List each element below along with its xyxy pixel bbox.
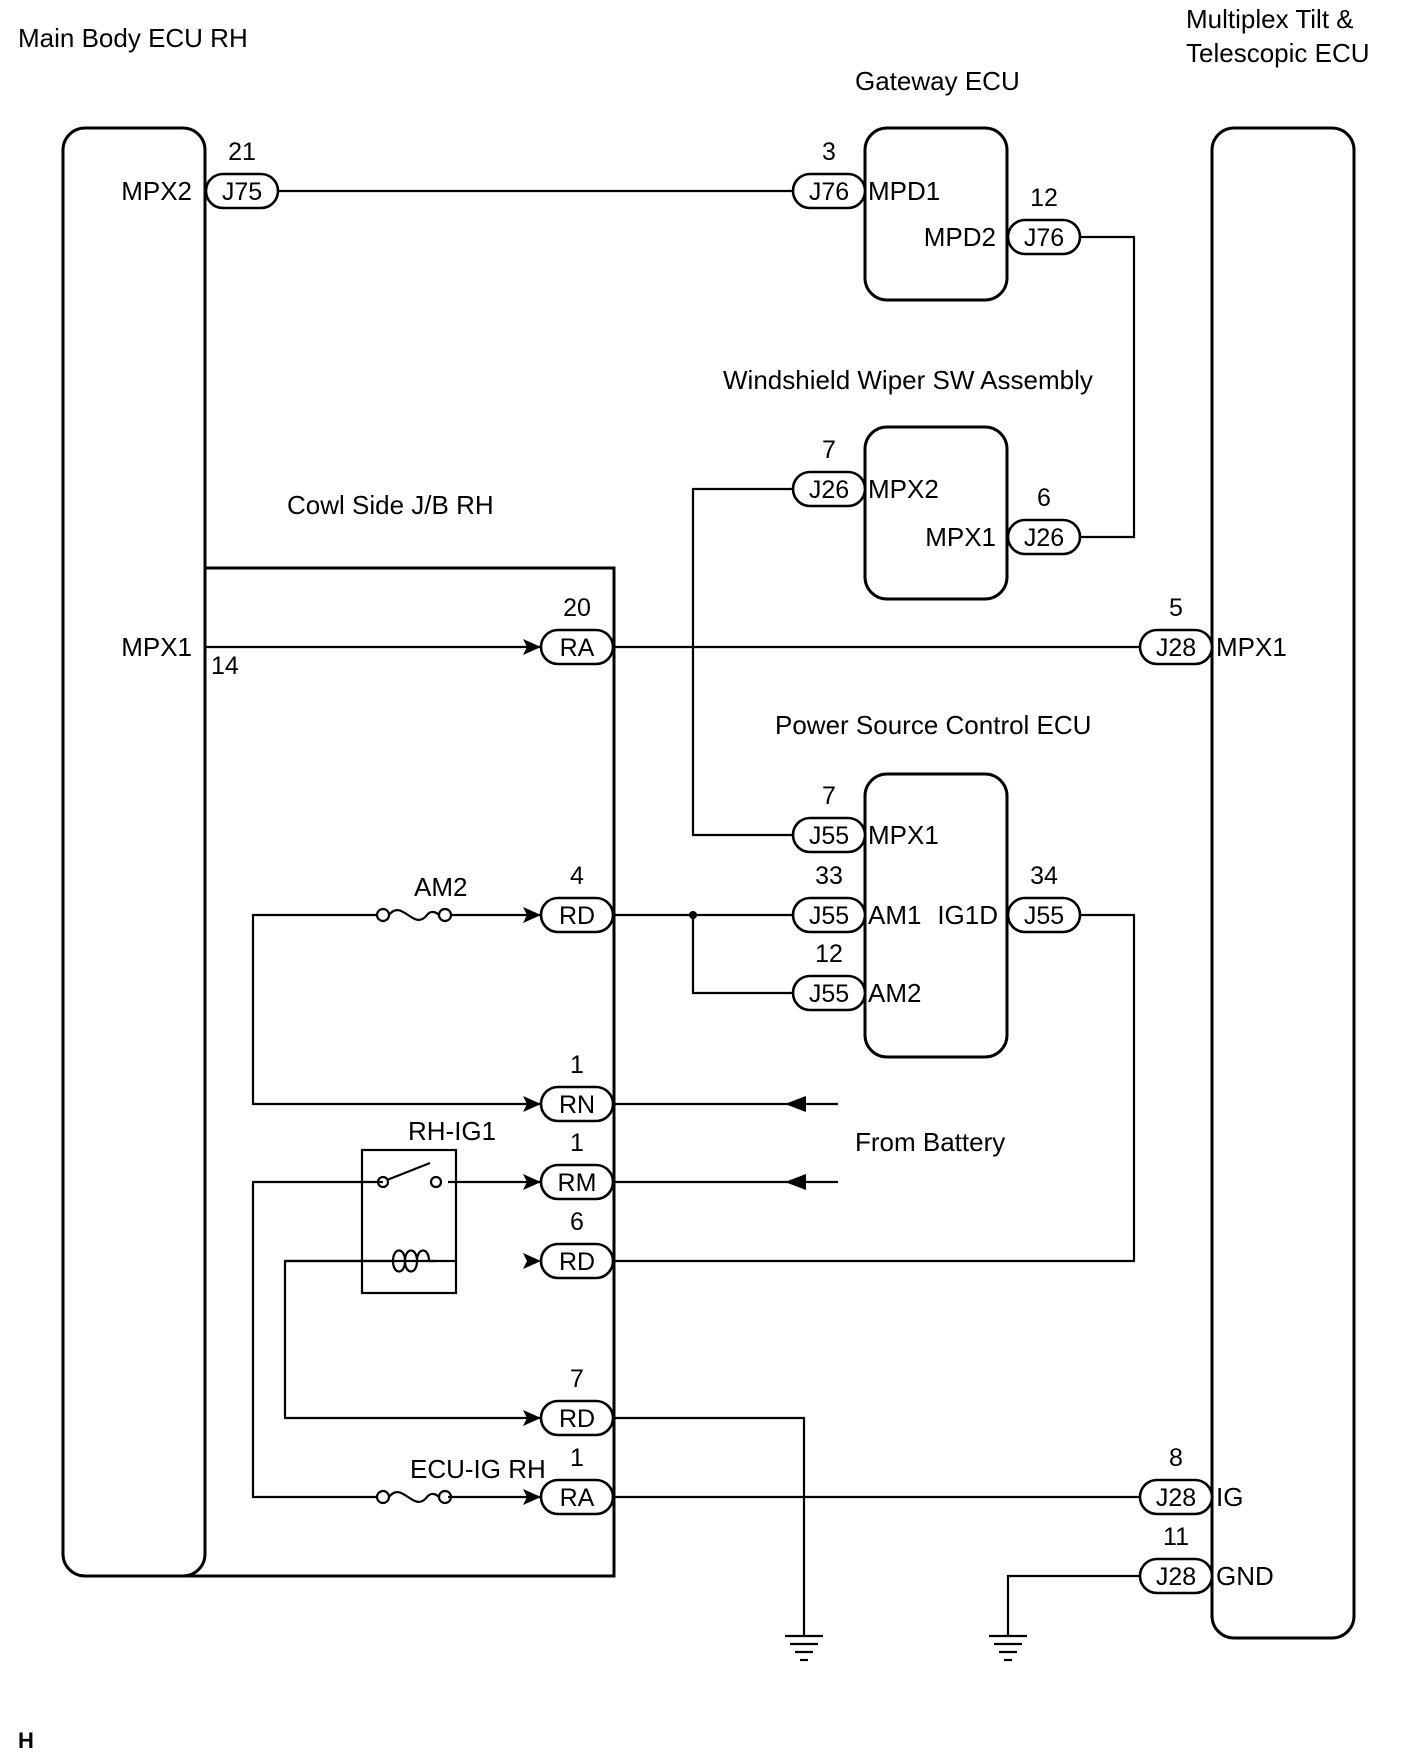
connector-j55-7: J55 7 bbox=[791, 782, 867, 854]
pin-number: 33 bbox=[815, 862, 843, 890]
pin-number: 11 bbox=[1163, 1523, 1189, 1551]
multiplex-tilt-title-line1: Multiplex Tilt & bbox=[1186, 4, 1354, 34]
connector-ra-1: RA 1 bbox=[539, 1444, 615, 1516]
connector-j76-3: J76 3 bbox=[791, 138, 867, 210]
connector-code: J55 bbox=[809, 822, 849, 850]
connector-code: RD bbox=[559, 1405, 595, 1433]
pin-number: 3 bbox=[822, 138, 836, 166]
am2-fuse-label: AM2 bbox=[414, 872, 467, 902]
connector-code: RM bbox=[558, 1169, 597, 1197]
am2-fuse-icon bbox=[375, 907, 453, 923]
connector-code: J55 bbox=[809, 902, 849, 930]
wires bbox=[205, 189, 1140, 1636]
pin-number: 6 bbox=[570, 1208, 584, 1236]
pin-number: 1 bbox=[570, 1051, 584, 1079]
footer-letter: H bbox=[18, 1728, 34, 1753]
connector-code: J28 bbox=[1156, 1484, 1196, 1512]
connector-code: J76 bbox=[1024, 224, 1064, 252]
pin-number: 1 bbox=[570, 1444, 584, 1472]
pin-number: 21 bbox=[228, 138, 256, 166]
pin-number: 7 bbox=[822, 436, 836, 464]
connector-rd-4: RD 4 bbox=[539, 862, 615, 934]
terminal-main-mpx2: MPX2 bbox=[121, 176, 192, 206]
connector-j55-34: J55 34 bbox=[1006, 862, 1082, 934]
pin-number: 20 bbox=[563, 594, 591, 622]
jb-arrowheads bbox=[523, 639, 541, 1505]
connector-code: J28 bbox=[1156, 1563, 1196, 1591]
pin-number: 12 bbox=[815, 940, 843, 968]
connector-j28-5: J28 5 bbox=[1138, 594, 1214, 666]
ecu-ig-fuse-icon bbox=[375, 1489, 453, 1505]
pin-number: 7 bbox=[570, 1365, 584, 1393]
cowl-jb-box bbox=[185, 566, 616, 1578]
connector-code: J55 bbox=[809, 980, 849, 1008]
terminal-ps-am2: AM2 bbox=[868, 978, 921, 1008]
connector-rm-1: RM 1 bbox=[539, 1129, 615, 1201]
ecu-ig-fuse-label: ECU-IG RH bbox=[410, 1454, 546, 1484]
terminal-main-mpx1: MPX1 bbox=[121, 632, 192, 662]
multiplex-tilt-ecu-box bbox=[1210, 126, 1356, 1640]
connector-j76-12: J76 12 bbox=[1006, 184, 1082, 256]
gateway-ecu-box bbox=[863, 126, 1009, 302]
connector-ra-20: RA 20 bbox=[539, 594, 615, 666]
terminal-wiper-mpx1: MPX1 bbox=[925, 522, 996, 552]
pin-number: 7 bbox=[822, 782, 836, 810]
connector-rd-6: RD 6 bbox=[539, 1208, 615, 1280]
gateway-ecu-title: Gateway ECU bbox=[855, 66, 1020, 96]
connector-code: J26 bbox=[809, 476, 849, 504]
pin-number: 34 bbox=[1030, 862, 1058, 890]
connector-code: J26 bbox=[1024, 524, 1064, 552]
connector-code: RA bbox=[560, 634, 595, 662]
multiplex-tilt-title-line2: Telescopic ECU bbox=[1186, 38, 1370, 68]
connector-j26-7: J26 7 bbox=[791, 436, 867, 508]
connector-j28-11: J28 11 bbox=[1138, 1523, 1214, 1595]
connector-code: J55 bbox=[1024, 902, 1064, 930]
connector-j55-12: J55 12 bbox=[791, 940, 867, 1012]
connector-code: RA bbox=[560, 1484, 595, 1512]
ground-icon bbox=[989, 1634, 1027, 1662]
main-mpx1-pin-number: 14 bbox=[211, 652, 239, 680]
connector-j28-8: J28 8 bbox=[1138, 1444, 1214, 1516]
connector-code: J75 bbox=[222, 178, 262, 206]
relay-icon bbox=[285, 1148, 458, 1295]
main-body-ecu-title: Main Body ECU RH bbox=[18, 23, 248, 53]
connector-code: RN bbox=[559, 1091, 595, 1119]
connector-code: J28 bbox=[1156, 634, 1196, 662]
ground-icon bbox=[785, 1634, 823, 1662]
terminal-ps-am1: AM1 bbox=[868, 900, 921, 930]
main-body-ecu-box bbox=[61, 126, 207, 1578]
connector-code: RD bbox=[559, 1248, 595, 1276]
terminal-ps-ig1d: IG1D bbox=[937, 900, 998, 930]
terminal-tilt-ig: IG bbox=[1216, 1482, 1243, 1512]
wiper-sw-box bbox=[863, 425, 1009, 601]
connector-j26-6: J26 6 bbox=[1006, 484, 1082, 556]
connector-code: RD bbox=[559, 902, 595, 930]
connector-rn-1: RN 1 bbox=[539, 1051, 615, 1123]
terminal-ps-mpx1: MPX1 bbox=[868, 820, 939, 850]
from-battery-label: From Battery bbox=[855, 1127, 1005, 1157]
power-source-ecu-title: Power Source Control ECU bbox=[775, 710, 1091, 740]
pin-number: 1 bbox=[570, 1129, 584, 1157]
connector-code: J76 bbox=[809, 178, 849, 206]
connector-j55-33: J55 33 bbox=[791, 862, 867, 934]
pin-number: 4 bbox=[570, 862, 584, 890]
connector-j75: J75 21 bbox=[204, 138, 280, 210]
battery-arrow-icons bbox=[785, 1096, 806, 1190]
pin-number: 12 bbox=[1030, 184, 1058, 212]
cowl-jb-title: Cowl Side J/B RH bbox=[287, 490, 494, 520]
terminal-tilt-mpx1: MPX1 bbox=[1216, 632, 1287, 662]
terminal-gw-mpd1: MPD1 bbox=[868, 176, 940, 206]
terminal-wiper-mpx2: MPX2 bbox=[868, 474, 939, 504]
pin-number: 8 bbox=[1169, 1444, 1183, 1472]
terminal-gw-mpd2: MPD2 bbox=[924, 222, 996, 252]
pin-number: 6 bbox=[1037, 484, 1051, 512]
connector-rd-7: RD 7 bbox=[539, 1365, 615, 1437]
wiper-sw-title: Windshield Wiper SW Assembly bbox=[723, 365, 1093, 395]
pin-number: 5 bbox=[1169, 594, 1183, 622]
terminal-tilt-gnd: GND bbox=[1216, 1561, 1274, 1591]
relay-label: RH-IG1 bbox=[408, 1116, 496, 1146]
